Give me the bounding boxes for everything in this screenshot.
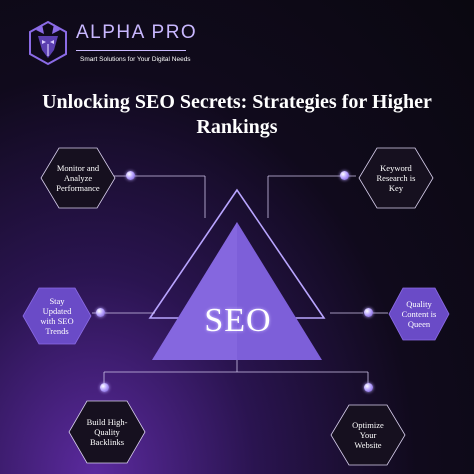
brand-divider [76, 50, 186, 51]
node-quality-content: Quality Content is Queen [388, 287, 450, 341]
node-stay-updated: Stay Updated with SEO Trends [22, 287, 92, 345]
seo-label: SEO [204, 302, 272, 339]
node-label: Quality Content is Queen [401, 299, 437, 329]
node-label: Optimize Your Website [352, 420, 384, 450]
brand-name: ALPHA PRO [76, 22, 198, 43]
node-label: Build High-Quality Backlinks [86, 417, 128, 447]
connector-dot [340, 171, 349, 180]
node-keyword-research: Keyword Research is Key [358, 147, 434, 209]
node-optimize-website: Optimize Your Website [330, 404, 406, 466]
node-label: Keyword Research is Key [376, 163, 416, 193]
node-build-backlinks: Build High-Quality Backlinks [68, 400, 146, 464]
node-label: Monitor and Analyze Performance [56, 163, 100, 193]
node-monitor-performance: Monitor and Analyze Performance [40, 147, 116, 209]
connector-dot [364, 383, 373, 392]
connector-dot [126, 171, 135, 180]
connector-dot [100, 383, 109, 392]
node-label: Stay Updated with SEO Trends [40, 296, 74, 336]
connector-dot [96, 308, 105, 317]
brand-tagline: Smart Solutions for Your Digital Needs [80, 56, 191, 63]
page-title: Unlocking SEO Secrets: Strategies for Hi… [42, 91, 432, 138]
brand-logo [26, 20, 70, 66]
connector-dot [364, 308, 373, 317]
